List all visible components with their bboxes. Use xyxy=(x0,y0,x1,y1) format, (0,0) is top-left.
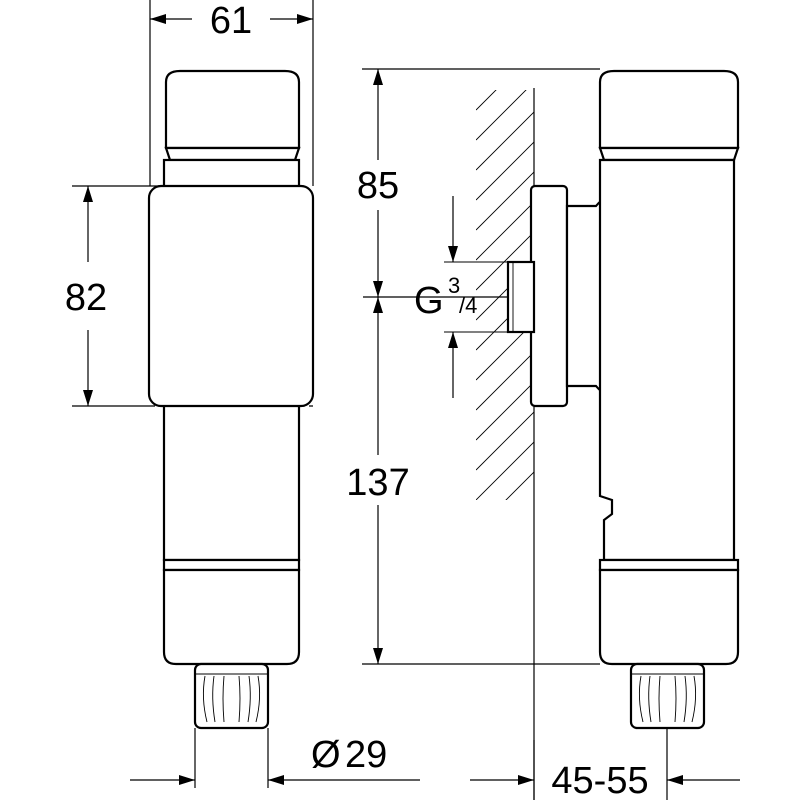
thread-label-numerator: 3 xyxy=(448,273,460,298)
dim-61-label: 61 xyxy=(210,0,252,42)
front-base xyxy=(162,568,301,666)
front-cap-ring xyxy=(164,146,301,162)
dim-29-arrow-left xyxy=(179,775,195,785)
dim-137-arrow-top xyxy=(373,297,383,313)
dim-137-arrow-bottom xyxy=(373,648,383,664)
side-cap-ring xyxy=(598,146,740,162)
dim-thread-arrow-bottom xyxy=(448,332,458,348)
dim-45-arrow-right xyxy=(667,775,683,785)
side-cap xyxy=(598,69,740,150)
thread-label-denominator: /4 xyxy=(459,293,477,318)
dim-thread-arrow-top xyxy=(448,246,458,262)
dim-45-arrow-left xyxy=(518,775,534,785)
side-lower-band xyxy=(598,558,740,572)
front-nozzle-ribs xyxy=(202,675,261,723)
front-cap xyxy=(164,69,301,150)
dim-137-label: 137 xyxy=(346,462,409,504)
front-lower-band xyxy=(162,558,301,572)
dim-85-arrow-bottom xyxy=(373,281,383,297)
thread-label-g: G xyxy=(414,280,444,322)
front-cover-plate xyxy=(147,184,315,408)
side-base xyxy=(598,568,740,666)
dim-61-arrow-right xyxy=(297,14,313,24)
dim-29-label: 29 xyxy=(345,734,387,776)
dim-82-arrow-top xyxy=(83,186,93,202)
dim-82-arrow-bottom xyxy=(83,390,93,406)
side-body xyxy=(598,158,736,562)
dim-61-arrow-left xyxy=(150,14,166,24)
dim-29-symbol: Ø xyxy=(311,734,341,776)
dim-85-label: 85 xyxy=(357,165,399,207)
dim-45-label: 45-55 xyxy=(551,760,648,800)
dim-85-arrow-top xyxy=(373,69,383,85)
dim-29-arrow-right xyxy=(268,775,284,785)
side-thread-connector xyxy=(506,260,536,334)
side-nozzle-ribs xyxy=(638,675,697,723)
front-view: 61 82 Ø 29 xyxy=(65,0,420,788)
side-cover-plate xyxy=(529,184,569,408)
dim-82-label: 82 xyxy=(65,277,107,319)
side-view: 85 137 G 3 /4 45-55 xyxy=(346,68,740,800)
